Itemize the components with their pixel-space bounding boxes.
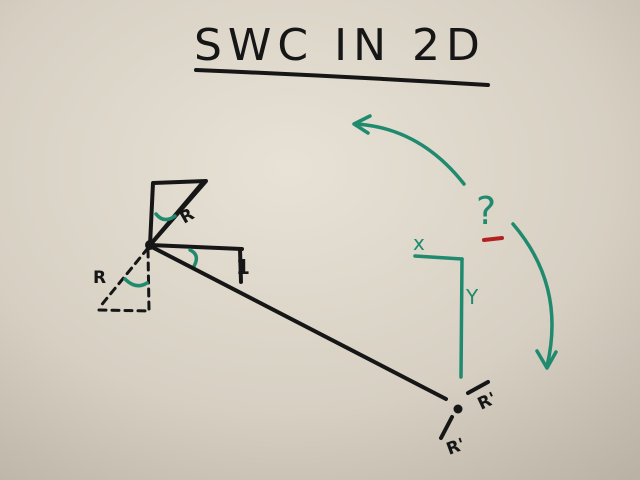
upper-curved-arrow (354, 122, 466, 186)
r-prime-tick-bottom (439, 415, 454, 440)
vertical-green-line (459, 257, 464, 379)
horizontal-green-line (413, 254, 464, 261)
upper-arrow-head (352, 114, 372, 135)
r-prime-dot (453, 404, 463, 414)
label-y: Y (465, 285, 479, 309)
label-one: 1 (236, 255, 250, 279)
lower-arrow-head (535, 349, 558, 370)
label-x: x (413, 231, 425, 255)
upper-triangle-diagonal (148, 179, 206, 247)
pivot-dot (145, 240, 155, 250)
long-segment (148, 244, 448, 401)
title-underline (194, 68, 490, 87)
label-r-left: R (93, 268, 106, 288)
right-triangle-side (238, 247, 243, 284)
left-pivot-figure (97, 179, 448, 401)
dashed-hypotenuse (97, 246, 150, 310)
r-prime-tick-right (466, 380, 490, 395)
right-triangle-top (148, 243, 244, 251)
question-mark: ? (476, 189, 496, 233)
upper-angle-arc (154, 212, 177, 222)
coordinate-figure (413, 254, 464, 379)
red-minus-stroke (482, 236, 504, 242)
dashed-base (97, 308, 152, 313)
r-prime-point (439, 380, 490, 440)
title-text: SWC IN 2D (194, 20, 486, 71)
dashed-angle-arc (123, 277, 149, 288)
dashed-vertical (146, 248, 151, 312)
lower-curved-arrow (511, 222, 554, 368)
right-angle-arc (188, 248, 199, 270)
